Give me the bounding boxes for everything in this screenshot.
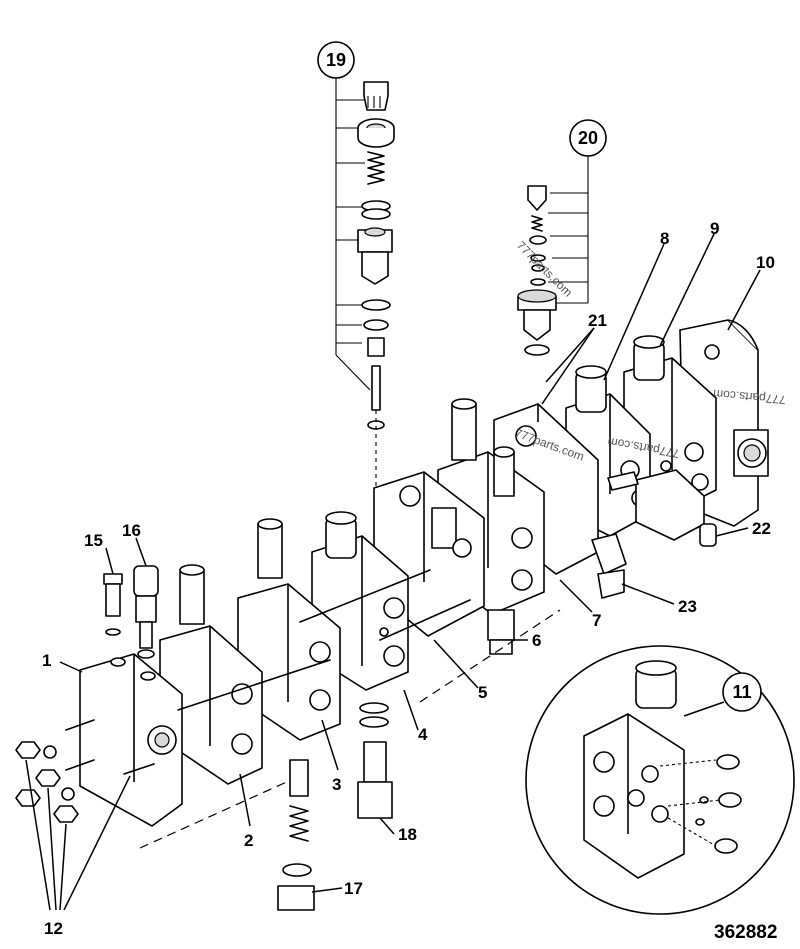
plug-17 — [277, 759, 315, 911]
detail-inset-11 — [525, 645, 795, 915]
circle-11 — [722, 672, 762, 712]
watermark-3: 777parts.com — [713, 387, 787, 407]
circle-19 — [317, 41, 355, 79]
callout-3: 3 — [332, 775, 341, 794]
reference-number: 362882 — [714, 922, 777, 943]
circled-callouts: 19 20 11 — [317, 41, 762, 712]
callout-11: 11 — [732, 682, 751, 702]
leader-lines — [25, 233, 761, 911]
callout-labels: 1 2 3 4 5 6 7 8 9 10 12 15 16 17 18 21 2… — [42, 219, 775, 938]
solenoid-22 — [607, 469, 717, 547]
callout-18: 18 — [398, 825, 417, 844]
relief-valve-16 — [133, 565, 159, 659]
callout-20: 20 — [578, 128, 598, 148]
callout-15: 15 — [84, 531, 103, 550]
valve-18 — [357, 702, 393, 819]
callout-12: 12 — [44, 919, 63, 938]
callout-19: 19 — [326, 50, 346, 70]
callout-21: 21 — [588, 311, 607, 330]
relief-valve-15 — [103, 573, 123, 636]
callout-16: 16 — [122, 521, 141, 540]
valve-section-3 — [237, 518, 341, 741]
relief-valve-assembly-19 — [335, 78, 395, 560]
callout-8: 8 — [660, 229, 669, 248]
callout-2: 2 — [244, 831, 253, 850]
circle-20 — [569, 119, 607, 157]
callout-17: 17 — [344, 879, 363, 898]
valve-bank — [79, 319, 769, 849]
callout-4: 4 — [418, 725, 428, 744]
callout-1: 1 — [42, 651, 51, 670]
callout-9: 9 — [710, 219, 719, 238]
callout-6: 6 — [532, 631, 541, 650]
inlet-section-1 — [79, 653, 183, 827]
pressure-switch-23 — [591, 533, 627, 599]
callout-22: 22 — [752, 519, 771, 538]
valve-section-2 — [159, 564, 263, 785]
relief-valve-assembly-20 — [517, 155, 589, 356]
callout-10: 10 — [756, 253, 775, 272]
callout-23: 23 — [678, 597, 697, 616]
callout-5: 5 — [478, 683, 487, 702]
callout-7: 7 — [592, 611, 601, 630]
